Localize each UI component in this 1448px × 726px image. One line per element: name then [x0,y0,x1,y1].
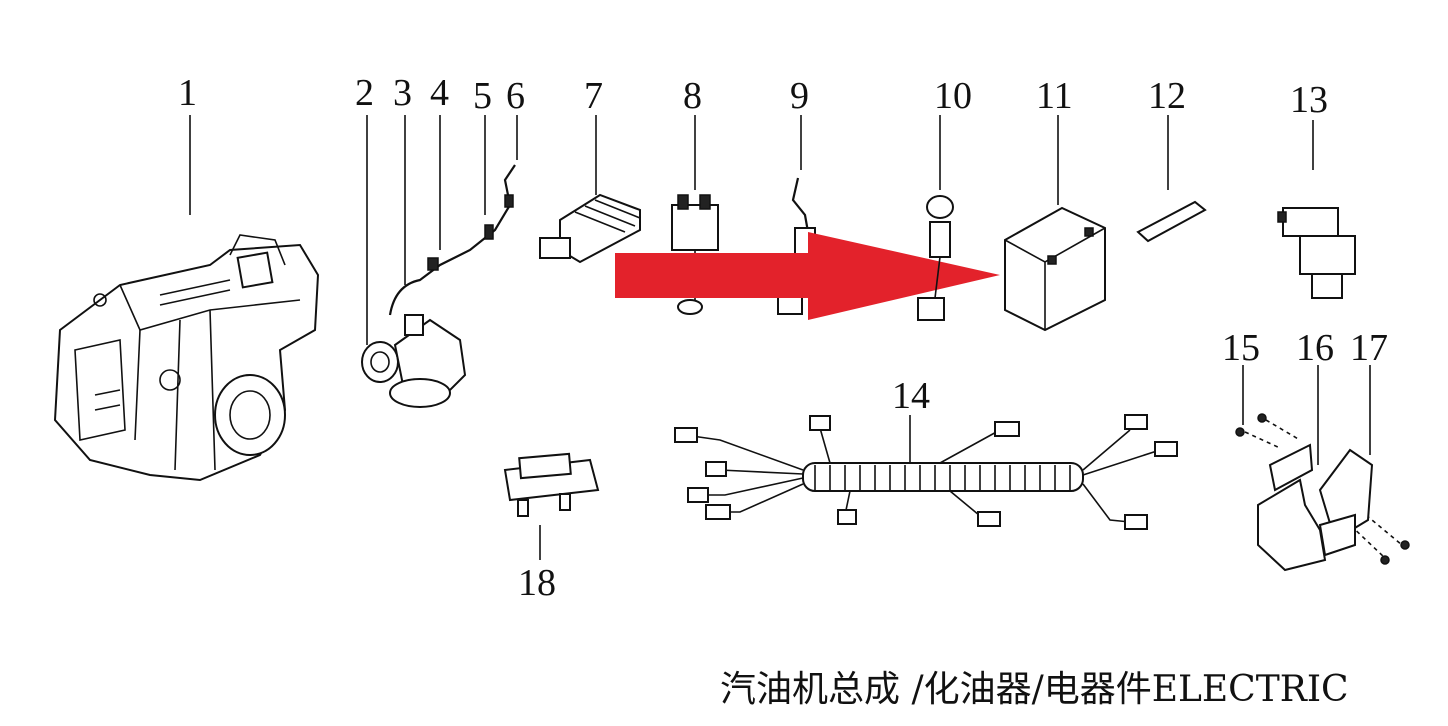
label-4: 4 [430,72,449,114]
rocker-switch [503,452,600,560]
label-10: 10 [934,75,972,117]
battery [1004,115,1106,332]
label-15: 15 [1222,327,1260,369]
carburetor-group [361,115,518,408]
red-arrow [615,232,1000,320]
label-18: 18 [518,562,556,604]
label-5: 5 [473,75,492,117]
label-7: 7 [584,75,603,117]
engine-assembly [53,115,320,482]
flasher-relay [1277,120,1356,299]
label-17: 17 [1350,327,1388,369]
label-13: 13 [1290,79,1328,121]
label-6: 6 [506,75,525,117]
label-14: 14 [892,375,930,417]
ignition-switch [917,115,954,321]
battery-strap [1136,115,1207,243]
label-12: 12 [1148,75,1186,117]
label-9: 9 [790,75,809,117]
label-1: 1 [178,72,197,114]
bracket-group [1235,365,1410,572]
regulator-rectifier [539,115,641,264]
diagram-caption: 汽油机总成 /化油器/电器件ELECTRIC [720,669,1349,710]
label-2: 2 [355,72,374,114]
wiring-harness [674,414,1178,530]
label-3: 3 [393,72,412,114]
label-16: 16 [1296,327,1334,369]
label-11: 11 [1036,75,1073,117]
label-8: 8 [683,75,702,117]
